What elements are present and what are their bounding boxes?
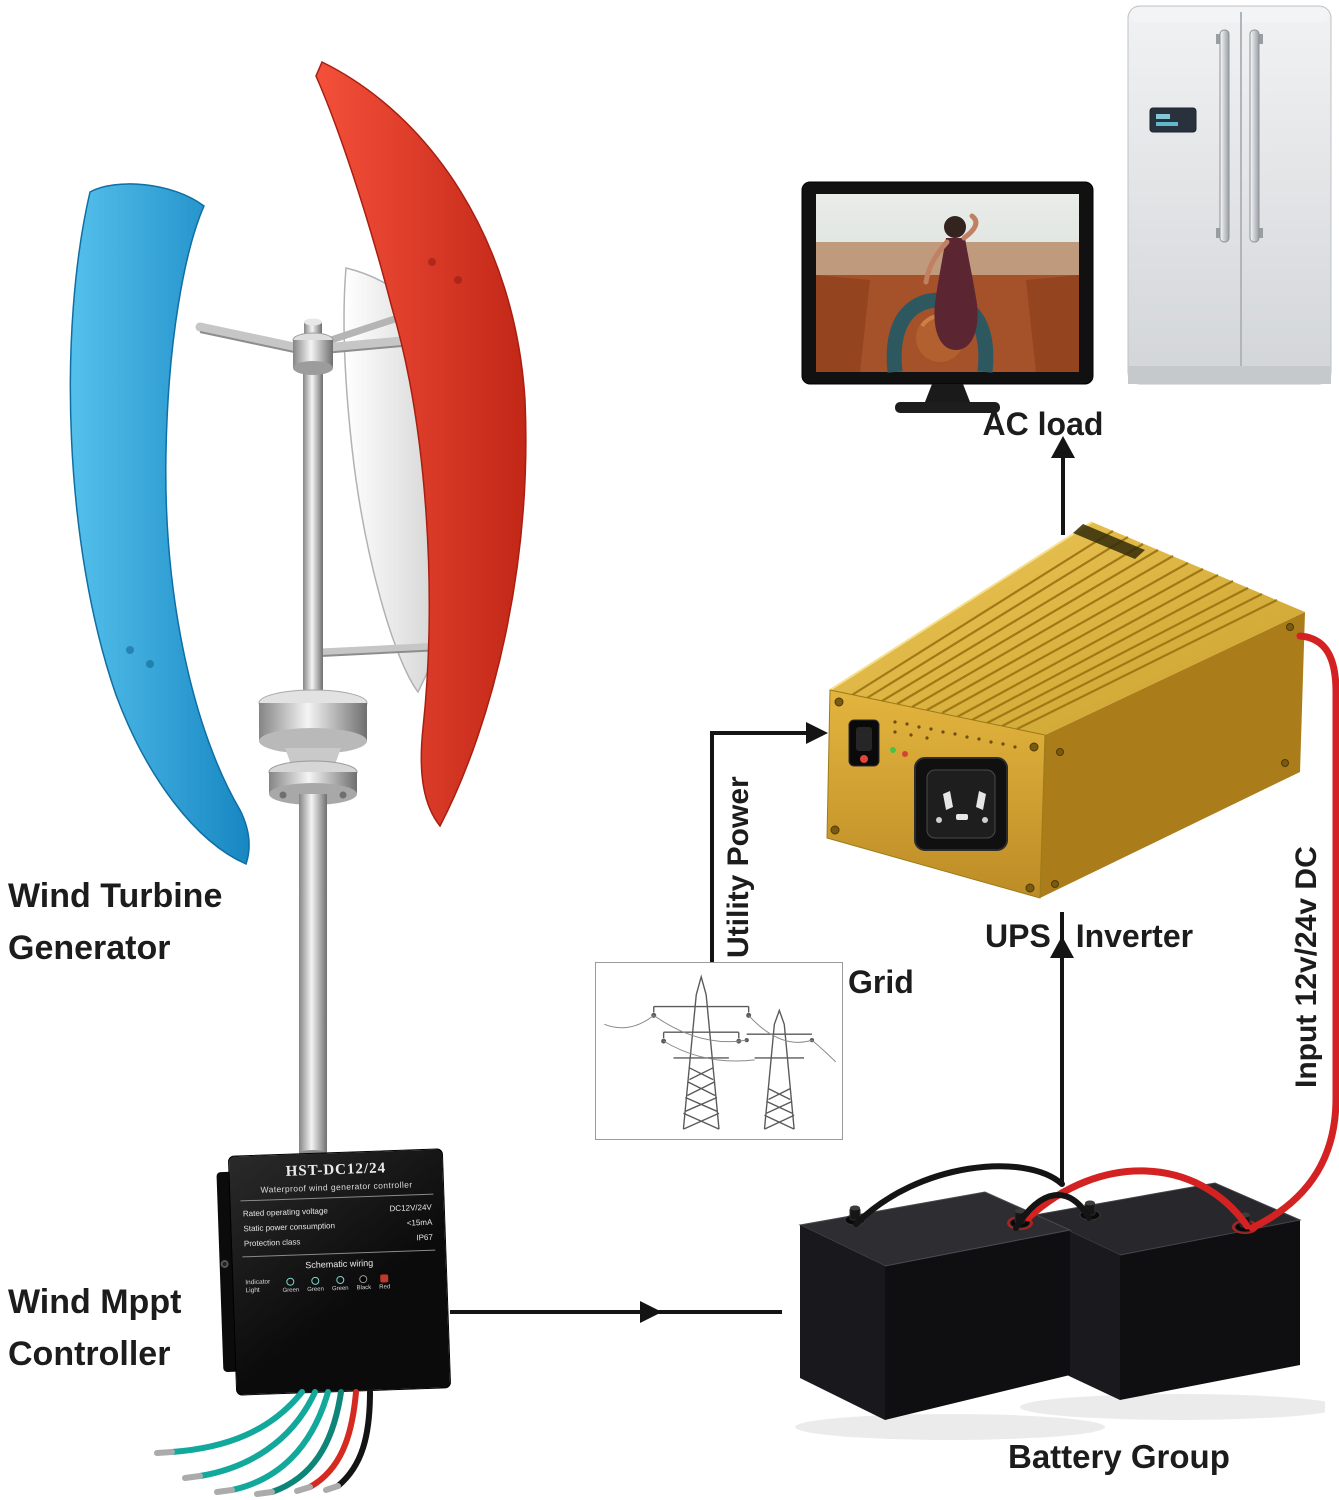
terminal-dot-icon bbox=[380, 1274, 389, 1283]
battery-group-label: Battery Group bbox=[1008, 1438, 1230, 1475]
ups-inverter-illustration bbox=[826, 521, 1305, 899]
controller-terminals: Green Green Green Black bbox=[282, 1274, 390, 1294]
turbine-hub bbox=[292, 318, 334, 375]
terminal-label: Red bbox=[379, 1284, 391, 1291]
inverter-top-face bbox=[830, 522, 1305, 735]
terminal-label: Black bbox=[356, 1284, 372, 1292]
battery-shadow bbox=[795, 1414, 1105, 1440]
inverter-heatsink-fins bbox=[851, 530, 1278, 730]
blue-blade-bolt bbox=[146, 660, 154, 668]
terminal: Green bbox=[331, 1275, 349, 1293]
controller-wires bbox=[154, 1389, 373, 1497]
turbine-blade-blue bbox=[69, 183, 250, 866]
input-dc-label: Input 12v/24v DC bbox=[1290, 846, 1323, 1088]
red-blade-bolt bbox=[454, 276, 462, 284]
terminal-label: Green bbox=[307, 1286, 325, 1294]
ups-inverter-label: UPS Inverter bbox=[985, 918, 1194, 954]
controller-to-battery-arrow bbox=[450, 1301, 782, 1323]
red-blade-bolt bbox=[428, 258, 436, 266]
utility-power-label: Utility Power bbox=[722, 776, 755, 958]
wind-mppt-controller-illustration: HST-DC12/24 Waterproof wind generator co… bbox=[216, 1148, 452, 1396]
person-silhouette bbox=[923, 213, 979, 350]
battery-left bbox=[798, 1191, 1072, 1420]
controller-mount-hole bbox=[220, 1259, 229, 1269]
tv-stand-neck bbox=[925, 384, 970, 402]
turbine-mast bbox=[299, 794, 327, 1154]
inverter-ac-socket bbox=[914, 757, 1008, 851]
wind-mppt-label-line1: Wind Mppt bbox=[8, 1283, 182, 1321]
wind-mppt-label-line2: Controller bbox=[8, 1335, 171, 1373]
transmission-towers-sketch bbox=[604, 974, 837, 1130]
terminal: Green bbox=[307, 1276, 325, 1294]
terminal-dot-icon bbox=[335, 1275, 345, 1285]
terminal-dot-icon bbox=[286, 1277, 295, 1286]
inverter-vent-opening bbox=[1073, 524, 1145, 559]
grid-label: Grid bbox=[848, 964, 914, 1000]
terminal-label: Green bbox=[282, 1287, 300, 1294]
tv-screen-image bbox=[816, 194, 1079, 373]
battery-shadow bbox=[1020, 1394, 1325, 1420]
terminal-dot-icon bbox=[359, 1275, 368, 1284]
inverter-front-vent-dots bbox=[893, 720, 1017, 749]
inverter-right-face bbox=[1040, 612, 1305, 898]
turbine-blade-red bbox=[315, 60, 527, 828]
terminal-label: Green bbox=[331, 1285, 349, 1293]
inverter-led-red bbox=[902, 751, 908, 757]
wind-turbine-illustration bbox=[69, 60, 527, 1158]
fridge-handles bbox=[1216, 29, 1263, 243]
ac-load-label: AC load bbox=[982, 406, 1104, 442]
battery-group-illustration bbox=[795, 1182, 1325, 1440]
indicator-light-label: Indicator Light bbox=[245, 1278, 271, 1295]
spec-value: IP67 bbox=[416, 1232, 434, 1243]
turbine-shaft bbox=[303, 372, 323, 704]
terminal-dot-icon bbox=[311, 1276, 320, 1285]
spec-value: DC12V/24V bbox=[389, 1202, 432, 1214]
fridge-top-highlight bbox=[1130, 8, 1329, 22]
spec-label: Static power consumption bbox=[243, 1221, 336, 1234]
terminal: Green bbox=[282, 1277, 299, 1294]
grid-box bbox=[595, 962, 843, 1140]
refrigerator-illustration bbox=[1127, 5, 1332, 385]
tv-stand-base bbox=[895, 402, 1000, 413]
controller-faceplate: HST-DC12/24 Waterproof wind generator co… bbox=[227, 1148, 452, 1396]
blue-blade-bolt bbox=[126, 646, 134, 654]
turbine-flange bbox=[258, 689, 368, 805]
wind-mppt-label: Wind Mppt Controller bbox=[8, 1276, 181, 1380]
battery-right bbox=[1033, 1182, 1302, 1400]
wind-turbine-label: Wind Turbine Generator bbox=[8, 870, 222, 974]
inverter-top-edge-highlight bbox=[829, 521, 1093, 691]
fridge-base-grille bbox=[1128, 366, 1331, 384]
fridge-display bbox=[1149, 107, 1197, 133]
terminal: Black bbox=[356, 1275, 372, 1292]
inverter-power-switch bbox=[848, 719, 880, 767]
terminal: Red bbox=[379, 1274, 391, 1291]
wind-turbine-label-line1: Wind Turbine bbox=[8, 877, 223, 915]
tv-monitor-illustration bbox=[801, 181, 1094, 413]
spec-value: <15mA bbox=[406, 1217, 433, 1228]
wind-turbine-label-line2: Generator bbox=[8, 929, 171, 967]
spec-label: Protection class bbox=[243, 1237, 301, 1249]
inverter-led-green bbox=[890, 747, 896, 753]
